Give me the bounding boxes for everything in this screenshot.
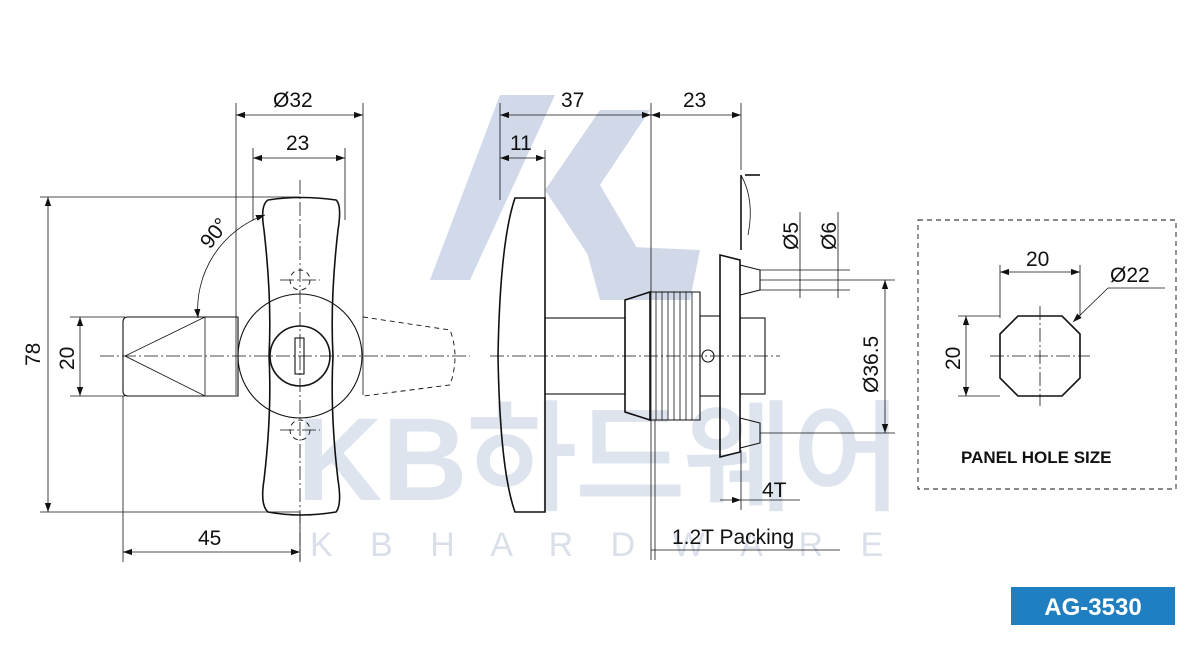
model-badge: AG-3530 xyxy=(1011,587,1175,625)
panel-hole-view: 20 20 Ø22 PANEL HOLE SIZE xyxy=(917,219,1177,490)
panel-hole-dim-width: 20 xyxy=(1026,248,1049,271)
side-dim-handle-thick: 11 xyxy=(510,132,532,155)
side-dim-dia-small-b: Ø6 xyxy=(818,222,841,250)
handle-side xyxy=(497,197,546,513)
side-dim-packing: 1.2T Packing xyxy=(672,526,794,549)
side-view: 37 23 11 xyxy=(490,89,895,560)
watermark-logo xyxy=(430,95,700,300)
t-handle xyxy=(261,196,341,516)
side-dim-panel-thick: 4T xyxy=(762,479,787,502)
panel-hole-title: PANEL HOLE SIZE xyxy=(961,448,1112,467)
front-dim-cam-height: 20 xyxy=(56,347,79,370)
side-dim-dia-small-a: Ø5 xyxy=(780,222,803,250)
front-dim-width: 23 xyxy=(286,132,309,155)
front-dim-angle: 90° xyxy=(196,214,234,253)
front-dim-height: 78 xyxy=(22,343,45,366)
panel-hole-shape xyxy=(999,315,1081,397)
watermark: KB하드웨어 K B H A R D W A R E xyxy=(297,95,902,564)
side-dim-depth-total: 37 xyxy=(561,89,584,112)
cam-bar xyxy=(122,316,239,397)
side-dim-dia-body: Ø36.5 xyxy=(860,336,883,393)
watermark-subtitle: K B H A R D W A R E xyxy=(310,526,897,564)
model-badge-text: AG-3530 xyxy=(1044,594,1141,621)
front-dim-dia-outer: Ø32 xyxy=(273,89,313,112)
front-view: Ø32 23 78 20 45 90° xyxy=(22,89,470,562)
panel-hole-dim-height: 20 xyxy=(942,347,965,370)
watermark-brand: KB하드웨어 xyxy=(297,394,902,526)
panel-hole-dim-dia: Ø22 xyxy=(1110,264,1150,287)
side-dim-depth-rear: 23 xyxy=(683,89,706,112)
model-badge-bg xyxy=(1011,587,1175,625)
front-dim-reach: 45 xyxy=(198,527,221,550)
panel-hole-frame xyxy=(917,219,1177,490)
